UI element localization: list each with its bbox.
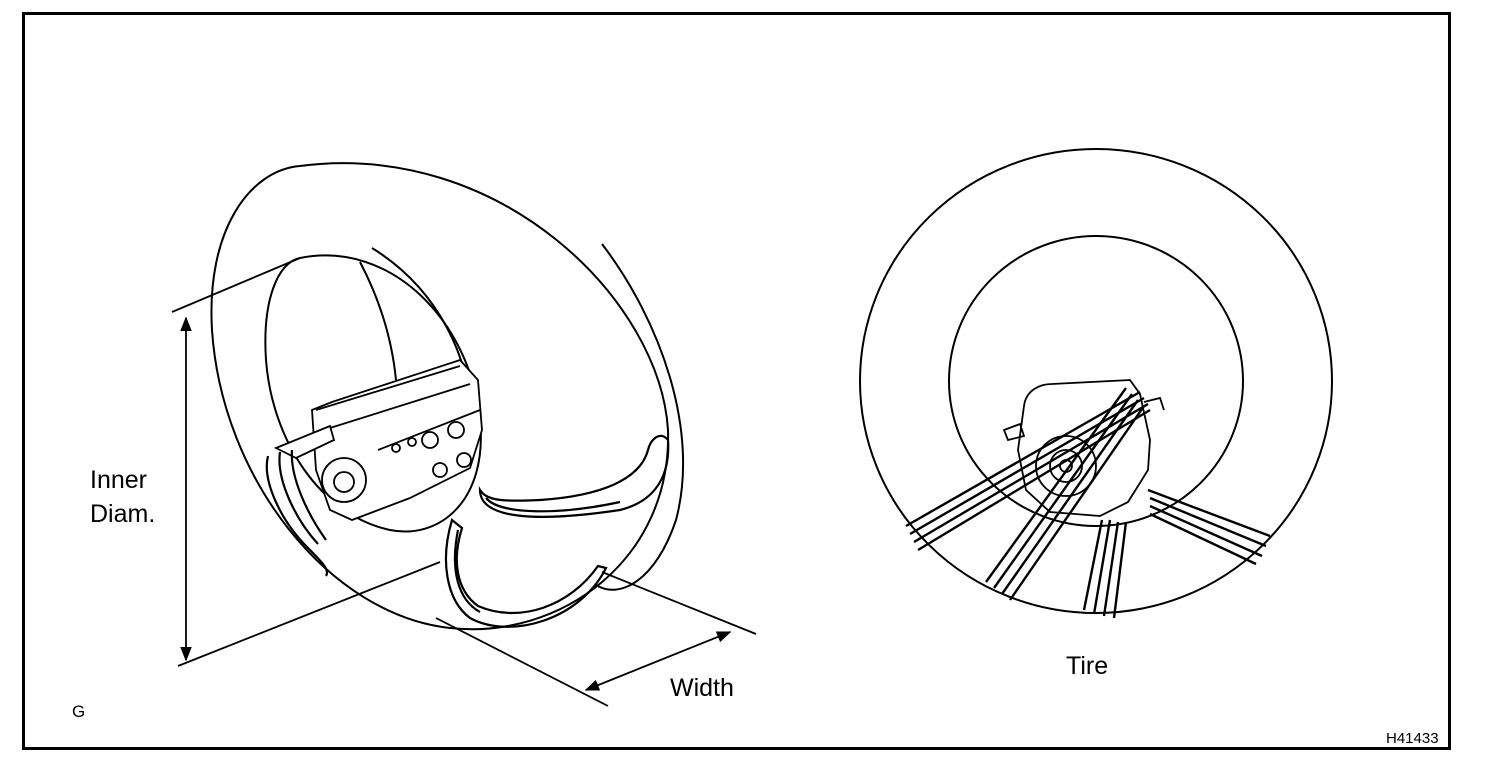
right-tire-inner [948,235,1244,527]
width-dimension [435,571,757,707]
inner-diam-label-line2: Diam. [90,500,156,528]
left-tire-tread-edge [595,243,685,591]
left-tire-inner-rim [264,254,482,533]
right-tire-outer [859,148,1333,614]
width-arrow [584,631,732,691]
left-chain-straps [265,434,670,628]
left-hub-assembly [273,358,483,521]
left-tire-sidewall [210,162,670,631]
corner-letter-label: G [72,702,86,721]
inner-diam-dimension [171,257,441,667]
left-tire-illustration [171,162,757,707]
width-label: Width [670,674,734,702]
inner-diam-label-line1: Inner [90,466,147,494]
figure-id-label: H41433 [1386,730,1439,747]
right-tire-illustration [859,148,1333,619]
figure-frame [22,12,1451,750]
tire-label: Tire [1066,652,1109,680]
right-chain-bundles [905,387,1271,619]
